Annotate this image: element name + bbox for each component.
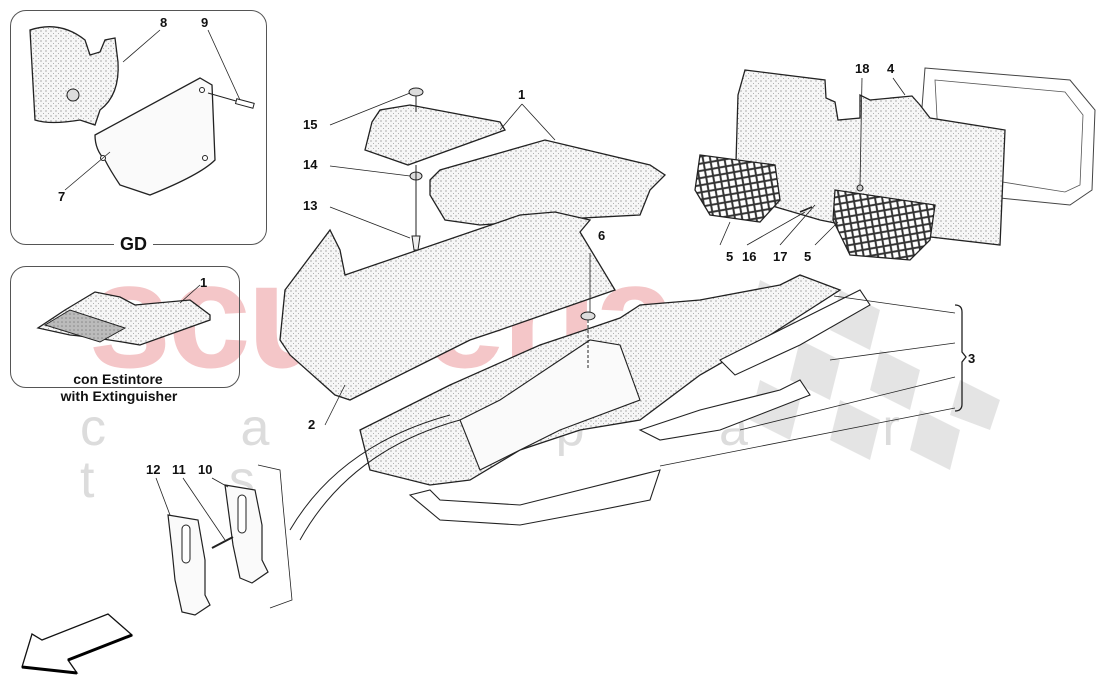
- extinguisher-title-en: with Extinguisher: [40, 388, 198, 405]
- callout-8[interactable]: 8: [160, 15, 168, 30]
- callout-2[interactable]: 2: [308, 417, 316, 432]
- gd-inset: [10, 10, 267, 245]
- callout-18[interactable]: 18: [855, 61, 870, 76]
- callout-4[interactable]: 4: [887, 61, 895, 76]
- callout-14[interactable]: 14: [303, 157, 318, 172]
- callout-10[interactable]: 10: [198, 462, 213, 477]
- callout-16[interactable]: 16: [742, 249, 757, 264]
- callout-3[interactable]: 3: [968, 351, 976, 366]
- left-floor-carpet: [279, 211, 616, 426]
- callout-13[interactable]: 13: [303, 198, 318, 213]
- callout-1-inset[interactable]: 1: [200, 275, 208, 290]
- callout-5-left[interactable]: 5: [726, 249, 734, 264]
- gd-inset-title: GD: [114, 234, 153, 255]
- extinguisher-title-it: con Estintore: [58, 371, 178, 388]
- callout-11[interactable]: 11: [172, 462, 186, 477]
- callout-5-right[interactable]: 5: [804, 249, 812, 264]
- callout-7[interactable]: 7: [58, 189, 66, 204]
- gd-inset-artwork: [29, 26, 255, 196]
- callout-6[interactable]: 6: [598, 228, 606, 243]
- side-brackets: [155, 464, 293, 616]
- extinguisher-inset: [10, 266, 240, 388]
- front-mats: [329, 87, 667, 251]
- callout-9[interactable]: 9: [201, 15, 209, 30]
- tunnel-carpet: [289, 253, 871, 541]
- front-direction-arrow: [21, 613, 134, 675]
- callout-1[interactable]: 1: [518, 87, 526, 102]
- callout-17[interactable]: 17: [773, 249, 788, 264]
- callout-15[interactable]: 15: [303, 117, 318, 132]
- rear-panel: [694, 67, 1096, 261]
- callout-12[interactable]: 12: [146, 462, 161, 477]
- item3-leaders: [659, 295, 967, 467]
- extinguisher-inset-artwork: [36, 284, 211, 346]
